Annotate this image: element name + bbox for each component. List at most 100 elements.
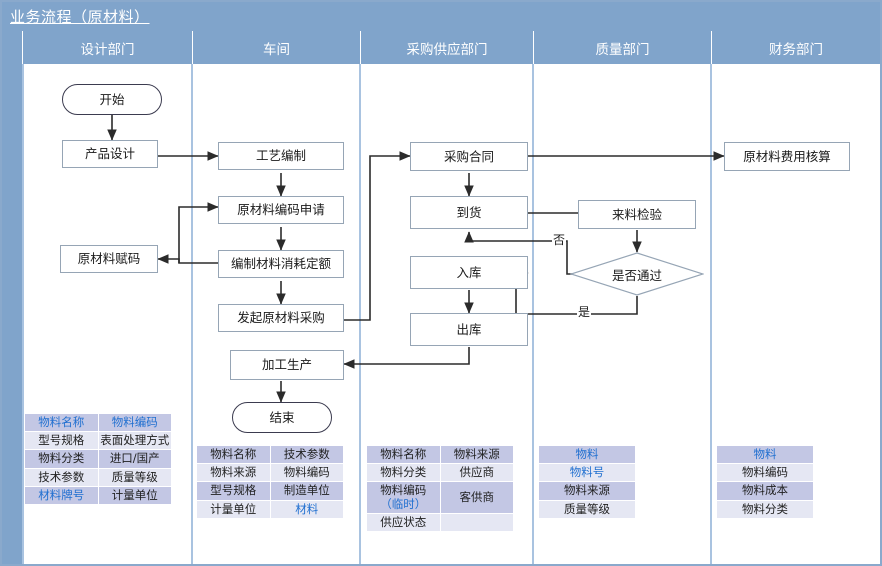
node-stock-in[interactable]: 入库 <box>410 256 528 289</box>
lane-divider-4 <box>710 64 712 564</box>
lane-header-finance: 财务部门 <box>711 31 880 64</box>
table-finance-body: 物料物料编码物料成本物料分类 <box>716 444 814 519</box>
lane-body: 开始 产品设计 原材料赋码 工艺编制 原材料编码申请 编制材料消耗定额 发起原材… <box>22 64 880 564</box>
table-cell: 物料编码 <box>97 412 172 433</box>
table-row: 物料 <box>716 444 814 465</box>
table-row: 物料分类进口/国产 <box>24 449 172 469</box>
table-cell: 物料号 <box>538 463 636 483</box>
node-goods-arrival[interactable]: 到货 <box>410 196 528 229</box>
table-row: 型号规格表面处理方式 <box>24 431 172 451</box>
table-cell: 物料 <box>538 444 636 465</box>
table-row: 物料来源物料编码 <box>196 463 344 483</box>
node-incoming-inspection[interactable]: 来料检验 <box>578 200 696 229</box>
diamond-shape <box>570 252 704 296</box>
table-workshop-body: 物料名称技术参数物料来源物料编码型号规格制造单位计量单位材料 <box>196 444 344 519</box>
table-cell: 客供商 <box>439 481 514 514</box>
table-cell: 物料名称 <box>196 444 271 465</box>
table-row: 物料名称物料来源 <box>366 444 514 465</box>
table-cell <box>439 512 514 533</box>
table-cell: 物料 <box>716 444 814 465</box>
table-cell: 物料编码 <box>716 463 814 483</box>
table-cell: 技术参数 <box>24 467 99 487</box>
table-purchase-body: 物料名称物料来源物料分类供应商物料编码（临时）客供商供应状态 <box>366 444 514 533</box>
page-title: 业务流程（原材料） <box>10 8 150 26</box>
lane-header-purchase: 采购供应部门 <box>360 31 533 64</box>
table-cell: 物料成本 <box>716 481 814 501</box>
edge-label-yes: 是 <box>577 305 592 320</box>
node-process-planning[interactable]: 工艺编制 <box>218 142 344 170</box>
table-purchase: 物料名称物料来源物料分类供应商物料编码（临时）客供商供应状态 <box>366 444 514 533</box>
table-cell: 材料 <box>269 499 344 519</box>
node-decision-passed[interactable]: 是否通过 <box>570 252 704 296</box>
lane-header-design: 设计部门 <box>22 31 192 64</box>
table-cell: 物料名称 <box>366 444 441 465</box>
table-cell: 质量等级 <box>97 467 172 487</box>
node-purchase-contract[interactable]: 采购合同 <box>410 142 528 171</box>
left-rail <box>2 31 22 564</box>
table-cell: 物料分类 <box>24 449 99 469</box>
table-cell: 供应状态 <box>366 512 441 533</box>
node-end[interactable]: 结束 <box>232 402 332 433</box>
table-design: 物料名称物料编码型号规格表面处理方式物料分类进口/国产技术参数质量等级材料牌号计… <box>24 412 172 506</box>
table-cell: 物料来源 <box>538 481 636 501</box>
table-quality: 物料物料号物料来源质量等级 <box>538 444 636 519</box>
table-cell: 物料编码 <box>269 463 344 483</box>
table-quality-body: 物料物料号物料来源质量等级 <box>538 444 636 519</box>
table-row: 物料编码（临时）客供商 <box>366 481 514 514</box>
node-product-design[interactable]: 产品设计 <box>62 140 158 168</box>
node-code-request[interactable]: 原材料编码申请 <box>218 196 344 224</box>
table-cell: 物料名称 <box>24 412 99 433</box>
decision-label: 是否通过 <box>611 267 662 283</box>
node-material-coding[interactable]: 原材料赋码 <box>60 245 158 273</box>
table-cell: 物料编码（临时） <box>366 481 441 514</box>
table-row: 物料来源 <box>538 481 636 501</box>
table-cell: 物料来源 <box>439 444 514 465</box>
node-cost-accounting[interactable]: 原材料费用核算 <box>724 142 850 171</box>
table-finance: 物料物料编码物料成本物料分类 <box>716 444 814 519</box>
edge-label-no: 否 <box>552 233 567 248</box>
table-row: 材料牌号计量单位 <box>24 485 172 506</box>
table-workshop: 物料名称技术参数物料来源物料编码型号规格制造单位计量单位材料 <box>196 444 344 519</box>
lane-header-row: 设计部门 车间 采购供应部门 质量部门 财务部门 <box>22 31 880 64</box>
title-bar: 业务流程（原材料） <box>2 2 880 31</box>
table-row: 质量等级 <box>538 499 636 519</box>
table-cell-highlight: （临时） <box>380 496 427 511</box>
lane-divider-3 <box>532 64 534 564</box>
table-cell: 进口/国产 <box>97 449 172 469</box>
table-row: 物料成本 <box>716 481 814 501</box>
table-cell: 供应商 <box>439 463 514 483</box>
table-cell: 型号规格 <box>24 431 99 451</box>
table-row: 物料名称物料编码 <box>24 412 172 433</box>
table-cell: 型号规格 <box>196 481 271 501</box>
lane-header-workshop: 车间 <box>192 31 360 64</box>
table-row: 物料分类 <box>716 499 814 519</box>
table-cell: 质量等级 <box>538 499 636 519</box>
table-row: 供应状态 <box>366 512 514 533</box>
table-cell: 计量单位 <box>196 499 271 519</box>
table-cell: 技术参数 <box>269 444 344 465</box>
table-row: 物料号 <box>538 463 636 483</box>
node-consumption-quota[interactable]: 编制材料消耗定额 <box>218 250 344 278</box>
table-row: 技术参数质量等级 <box>24 467 172 487</box>
table-row: 计量单位材料 <box>196 499 344 519</box>
lane-divider-1 <box>191 64 193 564</box>
node-stock-out[interactable]: 出库 <box>410 313 528 346</box>
table-design-body: 物料名称物料编码型号规格表面处理方式物料分类进口/国产技术参数质量等级材料牌号计… <box>24 412 172 506</box>
lane-divider-2 <box>359 64 361 564</box>
table-row: 物料 <box>538 444 636 465</box>
lane-header-quality: 质量部门 <box>533 31 711 64</box>
table-cell: 物料来源 <box>196 463 271 483</box>
table-cell: 物料分类 <box>716 499 814 519</box>
node-start[interactable]: 开始 <box>62 84 162 115</box>
table-cell: 物料分类 <box>366 463 441 483</box>
table-row: 物料分类供应商 <box>366 463 514 483</box>
table-cell: 制造单位 <box>269 481 344 501</box>
node-production[interactable]: 加工生产 <box>230 350 344 380</box>
table-cell: 材料牌号 <box>24 485 99 506</box>
table-cell: 表面处理方式 <box>97 431 172 451</box>
table-cell: 计量单位 <box>97 485 172 506</box>
table-row: 物料编码 <box>716 463 814 483</box>
node-initiate-purchase[interactable]: 发起原材料采购 <box>218 304 344 332</box>
table-row: 型号规格制造单位 <box>196 481 344 501</box>
